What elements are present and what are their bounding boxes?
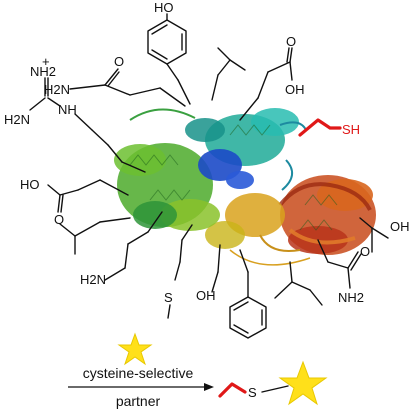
arrow-caption-above: cysteine-selective <box>83 365 194 381</box>
glutamine-o-label: O <box>114 54 124 69</box>
glutamate-side-chain <box>239 47 293 121</box>
side-chains <box>29 13 389 339</box>
tyrosine-oh-label: HO <box>154 0 174 15</box>
reagent-star-icon <box>117 332 153 366</box>
aspartate-o-label: O <box>54 212 64 227</box>
product-s-bond <box>261 385 289 393</box>
phenylalanine-side-chain <box>229 249 267 339</box>
product-s-label: S <box>248 385 257 400</box>
asparagine-side-chain <box>317 239 362 289</box>
arrow-caption-below: partner <box>116 393 161 409</box>
methionine-side-chain <box>167 224 193 319</box>
arginine-charge-label: + <box>42 54 50 69</box>
threonine-oh-label: OH <box>390 219 410 234</box>
lysine-side-chain <box>104 211 163 281</box>
reaction-arrow-head <box>204 383 214 391</box>
glutamate-o-label: O <box>286 34 296 49</box>
asparagine-o-label: O <box>360 244 370 259</box>
protein-ribbon <box>114 108 376 266</box>
arginine-nh2-top-label: NH2 <box>30 64 56 79</box>
lysine-h2n-label: H2N <box>80 272 106 287</box>
arginine-h2n-left-label: H2N <box>4 112 30 127</box>
leucine-side-chain <box>211 47 246 101</box>
serine-side-chain <box>211 244 221 293</box>
methionine-s-label: S <box>164 290 173 305</box>
glutamate-oh-label: OH <box>285 82 305 97</box>
reaction-scheme: cysteine-selective partner S <box>68 332 328 409</box>
serine-oh-label: OH <box>196 288 216 303</box>
aspartate-ho-label: HO <box>20 177 40 192</box>
isoleucine-side-chain <box>274 261 323 306</box>
valine-side-chain <box>59 217 131 255</box>
aspartate-side-chain <box>47 179 129 213</box>
cysteine-side-chain <box>298 118 342 137</box>
tyrosine-side-chain <box>147 13 191 105</box>
glutamine-side-chain <box>69 68 186 107</box>
product-linker <box>218 382 247 398</box>
cysteine-sh-label: SH <box>342 122 360 137</box>
threonine-side-chain <box>359 217 389 253</box>
asparagine-nh2-label: NH2 <box>338 290 364 305</box>
glutamine-h2n-label: H2N <box>44 82 70 97</box>
arginine-side-chain <box>29 77 146 173</box>
atom-labels: HO + NH2 H2N NH H2N O O OH SH HO O H2N S… <box>4 0 410 305</box>
arginine-nh-label: NH <box>58 102 77 117</box>
product-star-icon <box>278 360 328 406</box>
